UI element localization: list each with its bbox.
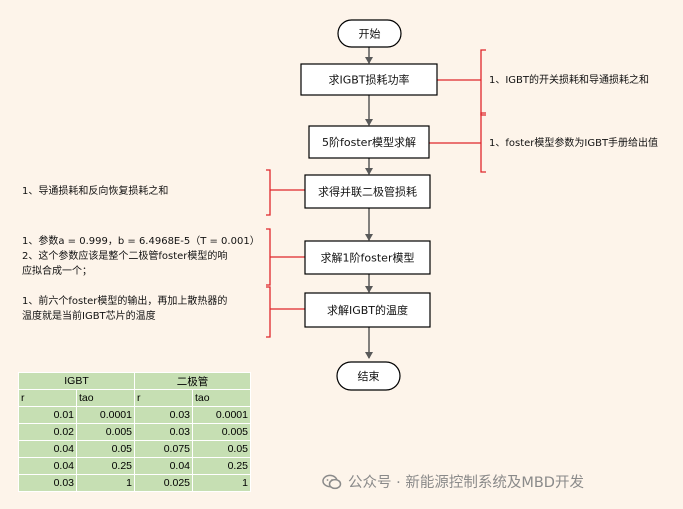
table-group-header-row: IGBT 二极管 [18,372,251,390]
bracket-2 [480,112,486,173]
table-cell: 0.005 [76,423,135,441]
table-group-diode: 二极管 [134,372,251,390]
bracket-5 [266,286,271,338]
step5-label: 求解IGBT的温度 [327,303,408,317]
table-header-igbt-tao: tao [76,389,135,407]
table-cell: 0.25 [76,457,135,475]
step1-node: 求IGBT损耗功率 [300,63,438,96]
start-label: 开始 [359,27,381,41]
note-first-order-params: 1、参数a = 0.999，b = 6.4968E-5（T = 0.001） 2… [22,234,260,279]
step3-label: 求得并联二极管损耗 [318,185,417,199]
table-cell: 0.03 [134,406,193,424]
table-row: 0.02 0.005 0.03 0.005 [18,423,251,441]
note-temperature-line1: 1、前六个foster模型的输出，再加上散热器的 [22,296,228,307]
table-cell: 0.04 [18,457,77,475]
step3-node: 求得并联二极管损耗 [304,174,431,209]
step4-node: 求解1阶foster模型 [304,240,431,275]
table-cell: 0.075 [134,440,193,458]
table-header-diode-tao: tao [192,389,251,407]
note-diode-loss: 1、导通损耗和反向恢复损耗之和 [22,186,169,197]
table-cell: 1 [76,474,135,492]
note-first-order-line1: 1、参数a = 0.999，b = 6.4968E-5（T = 0.001） [22,236,260,247]
table-header-igbt-r: r [18,389,77,407]
table-cell: 0.01 [18,406,77,424]
table-cell: 0.025 [134,474,193,492]
table-cell: 0.05 [192,440,251,458]
bracket-4 [266,228,271,286]
start-node: 开始 [337,19,402,48]
note-igbt-temperature: 1、前六个foster模型的输出，再加上散热器的 温度就是当前IGBT芯片的温度 [22,294,227,324]
watermark: 公众号 · 新能源控制系统及MBD开发 [322,471,584,492]
table-cell: 0.0001 [76,406,135,424]
table-cell: 1 [192,474,251,492]
note-igbt-loss: 1、IGBT的开关损耗和导通损耗之和 [489,75,650,86]
bracket-3 [266,169,271,216]
end-node: 结束 [336,361,401,391]
table-cell: 0.005 [192,423,251,441]
step2-label: 5阶foster模型求解 [322,135,416,149]
table-row: 0.04 0.25 0.04 0.25 [18,457,251,475]
end-label: 结束 [358,370,380,383]
foster-parameter-table: IGBT 二极管 r tao r tao 0.01 0.0001 0.03 0.… [18,372,251,492]
table-cell: 0.03 [18,474,77,492]
table-row: 0.03 1 0.025 1 [18,474,251,492]
note-first-order-line2: 2、这个参数应该是整个二极管foster模型的响 [22,251,228,262]
table-row: 0.01 0.0001 0.03 0.0001 [18,406,251,424]
table-row: 0.04 0.05 0.075 0.05 [18,440,251,458]
table-cell: 0.03 [134,423,193,441]
note-foster-params: 1、foster模型参数为IGBT手册给出值 [489,138,659,149]
table-cell: 0.02 [18,423,77,441]
table-cell: 0.05 [76,440,135,458]
step1-label: 求IGBT损耗功率 [328,73,409,87]
annotation-brackets [266,49,486,338]
wechat-icon [322,474,342,489]
table-header-diode-r: r [134,389,193,407]
step5-node: 求解IGBT的温度 [304,292,431,328]
table-cell: 0.04 [18,440,77,458]
bracket-1 [480,49,486,116]
table-cell: 0.04 [134,457,193,475]
table-group-igbt: IGBT [18,372,135,390]
note-temperature-line2: 温度就是当前IGBT芯片的温度 [22,311,156,322]
table-cell: 0.0001 [192,406,251,424]
note-first-order-line3: 应拟合成一个； [22,266,92,277]
step2-node: 5阶foster模型求解 [308,125,430,159]
table-column-header-row: r tao r tao [18,389,251,407]
step4-label: 求解1阶foster模型 [321,251,415,265]
table-cell: 0.25 [192,457,251,475]
watermark-text: 公众号 · 新能源控制系统及MBD开发 [348,475,584,491]
